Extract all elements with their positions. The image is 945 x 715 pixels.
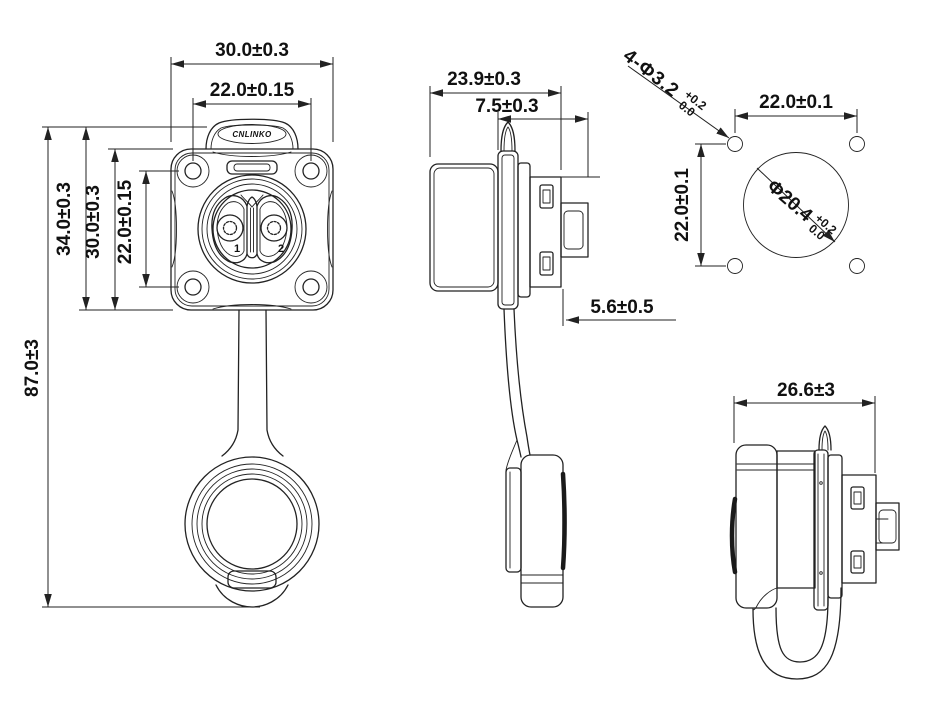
- dim-front-overall-height: 34.0±0.3: [54, 182, 75, 256]
- svg-text:4-Φ3.2: 4-Φ3.2: [619, 45, 683, 102]
- cap-body: [735, 444, 778, 609]
- dim-side-rear-gap: 5.6±0.5: [590, 297, 654, 318]
- side-view: [429, 121, 589, 608]
- dim-total-length: 87.0±3: [22, 339, 43, 397]
- dust-cap-side: [503, 308, 567, 608]
- side-latch: [500, 121, 516, 152]
- pin-1: [216, 214, 244, 242]
- capped-dimensions: 26.6±3: [733, 380, 876, 473]
- flange-screw-holes: [176, 154, 328, 304]
- mount-holes-callout: 4-Φ3.2 +0.2 0.0: [619, 45, 709, 119]
- dim-capped-width: 26.6±3: [777, 380, 835, 401]
- cap-strap-loop: [752, 587, 842, 680]
- dim-front-flange-height: 30.0±0.3: [83, 185, 104, 259]
- mounting-hole: [849, 136, 865, 152]
- capped-rear-tab: [875, 502, 900, 551]
- front-dimensions: 30.0±0.3 22.0±0.15 87.0±3 34.0±0.3 30.0±…: [22, 40, 334, 608]
- side-rear-body: [529, 176, 562, 288]
- dim-front-hole-pitch-v: 22.0±0.15: [115, 179, 136, 264]
- pin-2: [260, 214, 288, 242]
- capped-side-view: [729, 425, 900, 680]
- dim-side-front-depth: 7.5±0.3: [475, 96, 538, 117]
- mounting-hole: [727, 258, 743, 274]
- dim-cutout-pitch-v: 22.0±0.1: [672, 168, 693, 242]
- receptacle-rings: [197, 174, 307, 284]
- mounting-hole: [727, 136, 743, 152]
- brand-logo-text: CNLINKO: [232, 130, 272, 139]
- dim-front-width: 30.0±0.3: [215, 40, 289, 61]
- side-front-shell: [429, 163, 499, 292]
- side-rear-tab: [560, 202, 589, 258]
- dim-side-depth: 23.9±0.3: [447, 69, 521, 90]
- side-gasket: [497, 150, 519, 310]
- capped-latch: [818, 425, 832, 451]
- capped-shell: [776, 450, 816, 589]
- cutout-circle: [743, 152, 849, 258]
- capped-rear-body: [841, 474, 877, 584]
- logo-oval: [217, 124, 287, 144]
- latch-slot: [226, 160, 278, 175]
- mounting-hole: [849, 258, 865, 274]
- flange-outline: [170, 148, 334, 311]
- side-dimensions: 23.9±0.3 7.5±0.3 5.6±0.5: [429, 69, 676, 326]
- dust-cap-front: [184, 309, 320, 608]
- pin-1-label: 1: [234, 243, 240, 255]
- svg-text:Φ20.4: Φ20.4: [763, 176, 817, 227]
- logo-tab: [205, 118, 299, 150]
- front-view: CNLINKO: [170, 118, 334, 608]
- dim-cutout-pitch-h: 22.0±0.1: [759, 92, 833, 113]
- capped-gasket: [813, 449, 829, 611]
- panel-cutout-view: Φ20.4 +0.2 0.0 4-Φ3.2 +0.2 0.0 22.0±0.1 …: [619, 45, 865, 274]
- dim-front-hole-pitch-h: 22.0±0.15: [210, 80, 295, 101]
- pin-2-label: 2: [278, 243, 284, 255]
